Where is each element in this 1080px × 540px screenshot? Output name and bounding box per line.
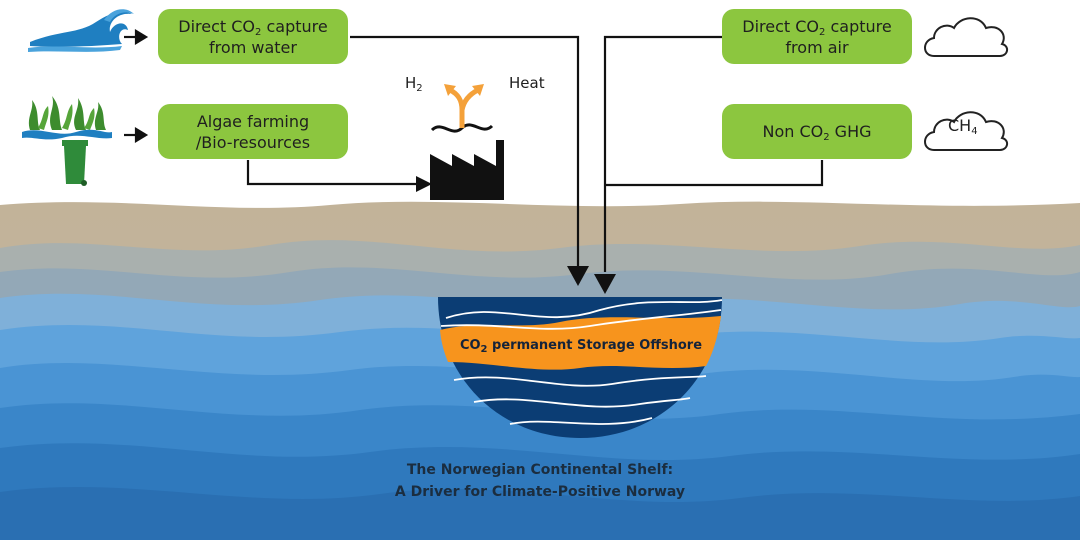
reservoir-strata-lines <box>440 299 723 425</box>
arrowheads <box>416 176 616 294</box>
label-heat: Heat <box>509 74 545 92</box>
algae-bin-icon <box>22 96 112 186</box>
box-direct-capture-air: Direct CO2 capture from air <box>722 9 912 64</box>
arrowhead-factory <box>416 176 432 192</box>
box-algae-line1: Algae farming <box>196 111 310 131</box>
algae-to-factory-line <box>246 160 418 186</box>
box-ghg-label: Non CO2 GHG <box>762 122 872 143</box>
storage-reservoir <box>438 297 723 438</box>
box-air-line2: from air <box>785 37 849 57</box>
box-water-line2: from water <box>209 37 297 57</box>
icon-arrows <box>124 29 149 143</box>
box-algae-farming: Algae farming /Bio-resources <box>158 104 348 159</box>
cloud-icon <box>924 17 1008 57</box>
box-direct-capture-water: Direct CO2 capture from water <box>158 9 348 64</box>
air-to-storage-line <box>603 35 722 272</box>
storage-label: CO2 permanent Storage Offshore <box>459 338 703 355</box>
water-to-storage-line <box>350 35 580 268</box>
wave-icon <box>28 9 134 52</box>
water-layer-6 <box>0 487 1080 540</box>
box-non-co2-ghg: Non CO2 GHG <box>722 104 912 159</box>
cloud-ch4-icon <box>924 111 1008 151</box>
title-line-1: The Norwegian Continental Shelf: <box>406 462 674 478</box>
reservoir-orange-band <box>440 316 721 370</box>
box-algae-line2: /Bio-resources <box>195 132 311 152</box>
title-line-2: A Driver for Climate-Positive Norway <box>394 484 686 500</box>
box-air-line1: Direct CO2 capture <box>742 16 892 38</box>
label-h2: H2 <box>405 74 423 94</box>
factory-icon <box>430 84 504 200</box>
box-water-line1: Direct CO2 capture <box>178 16 328 38</box>
arrowhead-air <box>594 274 616 294</box>
label-ch4: CH4 <box>948 116 978 137</box>
ghg-to-storage-line <box>605 160 824 187</box>
connector-lines <box>246 35 824 272</box>
arrowhead-water <box>567 266 589 286</box>
